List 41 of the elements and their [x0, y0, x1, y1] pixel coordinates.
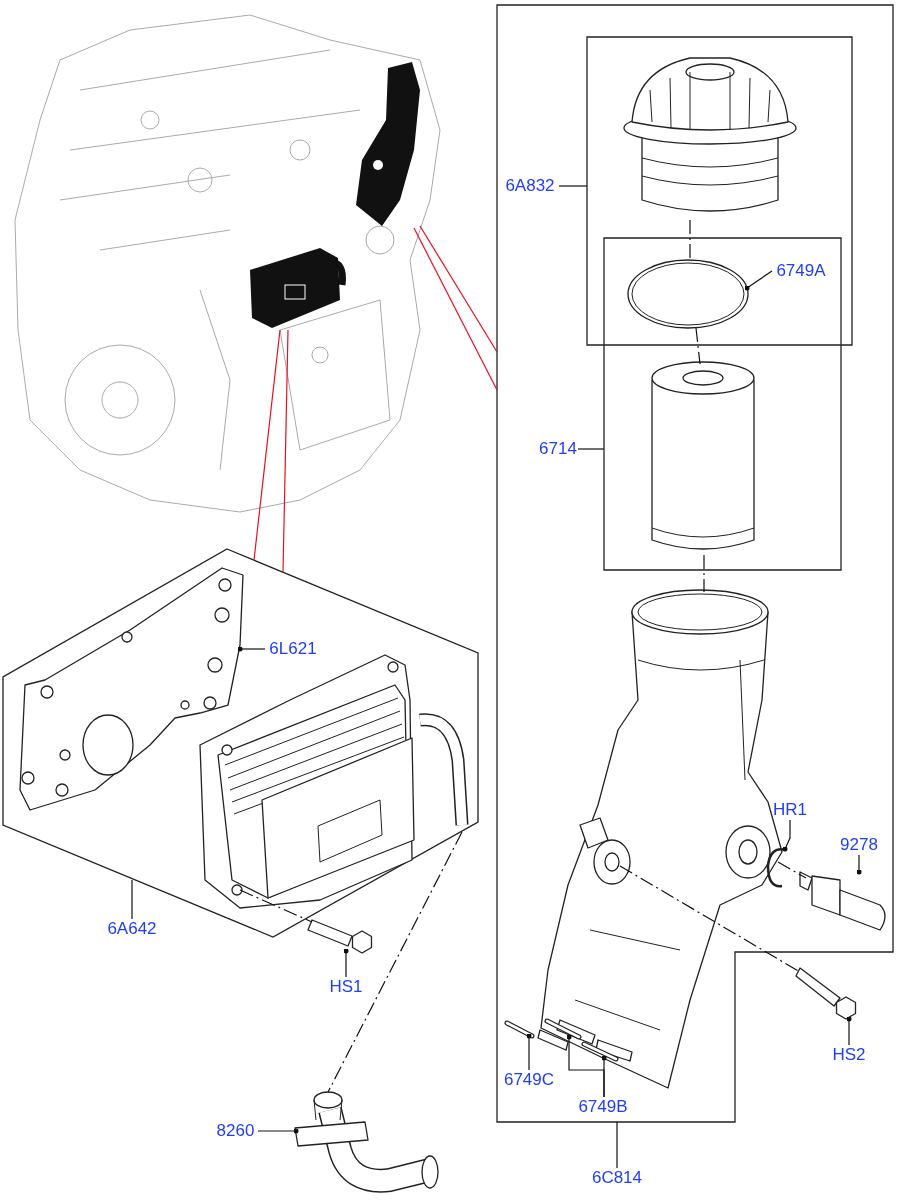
part-number: HS2 — [828, 1045, 870, 1065]
leader-line — [558, 185, 588, 187]
center-line — [239, 889, 313, 923]
reference-line — [253, 329, 281, 561]
seal-drawing — [504, 1020, 534, 1038]
leader-line — [237, 646, 266, 652]
leader-line — [856, 854, 862, 875]
leader-line — [526, 1033, 532, 1071]
part-number: 8260 — [213, 1121, 258, 1141]
seal-drawing — [544, 1018, 582, 1038]
leader-line — [577, 448, 605, 450]
part-number: HR1 — [770, 800, 810, 820]
center-line — [619, 865, 801, 973]
part-number: 6749C — [497, 1070, 561, 1090]
part-number: HS1 — [326, 977, 366, 997]
part-number: 6714 — [538, 439, 578, 459]
center-line — [327, 831, 463, 1093]
bolt-drawing — [795, 965, 857, 1022]
part-number: 6A642 — [100, 919, 164, 939]
leader-line — [782, 819, 791, 852]
part-number: 6C814 — [585, 1168, 649, 1188]
part-number: 6749B — [571, 1097, 635, 1117]
part-number: 9278 — [836, 835, 882, 855]
leader-line — [846, 1016, 852, 1046]
seal-drawing — [581, 1041, 619, 1061]
leader-line — [616, 1121, 618, 1169]
center-line — [777, 861, 807, 879]
center-line — [695, 327, 701, 365]
reference-line — [282, 329, 289, 573]
leader-line — [257, 1128, 299, 1134]
reference-line — [419, 225, 498, 353]
leader-line — [131, 879, 133, 920]
reference-line — [413, 227, 498, 391]
part-number: 6L621 — [265, 639, 321, 659]
leader-line — [601, 1055, 607, 1098]
part-number: 6A832 — [501, 176, 559, 196]
leader-line — [744, 270, 773, 291]
part-number: 6749A — [772, 261, 830, 281]
leader-line — [343, 948, 349, 978]
center-line — [703, 554, 705, 593]
o-ring-drawing — [627, 259, 749, 329]
